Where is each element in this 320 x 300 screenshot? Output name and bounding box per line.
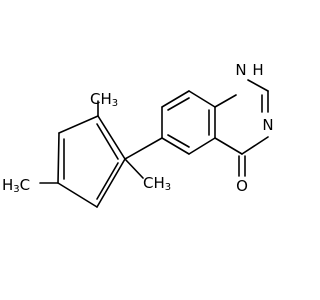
pyrimidinone-ring bbox=[214, 79, 269, 177]
bond bbox=[57, 132, 60, 184]
methyl-label-left: H3C bbox=[2, 176, 30, 195]
bond bbox=[241, 136, 269, 155]
methyl-label-right-sub: 3 bbox=[165, 182, 171, 193]
methyl-label-top-sub: 3 bbox=[112, 98, 118, 109]
atom-label-oxygen: O bbox=[236, 177, 248, 195]
methyl-label-right-text: CH bbox=[143, 174, 165, 192]
bond bbox=[161, 137, 190, 155]
bond bbox=[188, 137, 216, 155]
atom-label-nh: N bbox=[235, 61, 246, 79]
bond bbox=[247, 79, 269, 92]
methyl-label-left-h: H bbox=[2, 176, 13, 194]
atom-label-n3: N bbox=[262, 116, 273, 134]
methyl-label-top: CH3 bbox=[90, 90, 118, 109]
biaryl-bond bbox=[124, 137, 163, 160]
mesityl-ring bbox=[39, 100, 144, 208]
bond bbox=[188, 90, 216, 108]
benzo-ring bbox=[161, 90, 216, 155]
bond bbox=[214, 137, 243, 155]
bond bbox=[58, 115, 99, 134]
bond-double-inner bbox=[96, 123, 119, 160]
methyl-label-right: CH3 bbox=[143, 174, 171, 193]
bond bbox=[57, 182, 98, 208]
bond bbox=[96, 158, 126, 208]
chemical-structure: H N N O CH3 CH3 H3C bbox=[2, 61, 274, 208]
methyl-bond bbox=[124, 158, 144, 179]
bond-double-inner bbox=[167, 134, 190, 148]
atom-label-h: H bbox=[252, 61, 263, 79]
bond-double-inner bbox=[167, 97, 190, 111]
methyl-label-top-text: CH bbox=[90, 90, 112, 108]
bond bbox=[97, 115, 126, 160]
methyl-label-left-sub: 3 bbox=[13, 184, 19, 195]
methyl-label-left-c: C bbox=[20, 176, 30, 194]
bond bbox=[161, 90, 190, 108]
bond-double-inner bbox=[96, 162, 119, 200]
bond bbox=[214, 94, 237, 108]
